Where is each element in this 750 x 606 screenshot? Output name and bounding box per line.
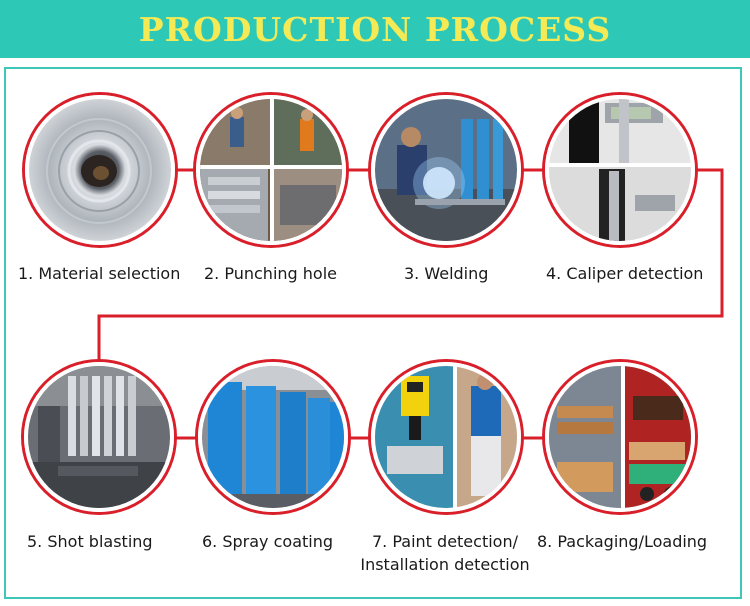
step-7-label-text: 7. Paint detection/ <box>372 532 518 551</box>
step-3-label-text: 3. Welding <box>404 264 489 283</box>
step-8-label-text: 8. Packaging/Loading <box>537 532 708 551</box>
step-2-photo <box>196 95 346 245</box>
step-3-photo <box>371 95 521 245</box>
step-6-label: 6. Spray coating <box>202 530 333 553</box>
step-1-photo <box>25 95 175 245</box>
step-2-label: 2. Punching hole <box>204 262 337 285</box>
step-4-label-text: 4. Caliper detection <box>546 264 704 283</box>
page-title: PRODUCTION PROCESS <box>138 9 612 49</box>
step-6-label-text: 6. Spray coating <box>202 532 334 551</box>
step-7-photo <box>371 362 521 512</box>
step-1-label-text: 1. Material selection <box>18 264 181 283</box>
step-3-label: 3. Welding <box>404 262 488 285</box>
step-2-label-text: 2. Punching hole <box>204 264 337 283</box>
step-5-label-text: 5. Shot blasting <box>27 532 153 551</box>
step-8-label: 8. Packaging/Loading <box>537 530 707 553</box>
step-7-label-text-2: Installation detection <box>360 555 530 574</box>
step-7-label: 7. Paint detection/ Installation detecti… <box>360 530 530 576</box>
step-1-label: 1. Material selection <box>18 262 180 285</box>
step-4-photo <box>545 95 695 245</box>
step-5-label: 5. Shot blasting <box>27 530 153 553</box>
step-8-photo <box>545 362 695 512</box>
step-6-photo <box>198 362 348 512</box>
step-4-label: 4. Caliper detection <box>546 262 703 285</box>
header-banner: PRODUCTION PROCESS <box>0 0 750 58</box>
step-5-photo <box>24 362 174 512</box>
